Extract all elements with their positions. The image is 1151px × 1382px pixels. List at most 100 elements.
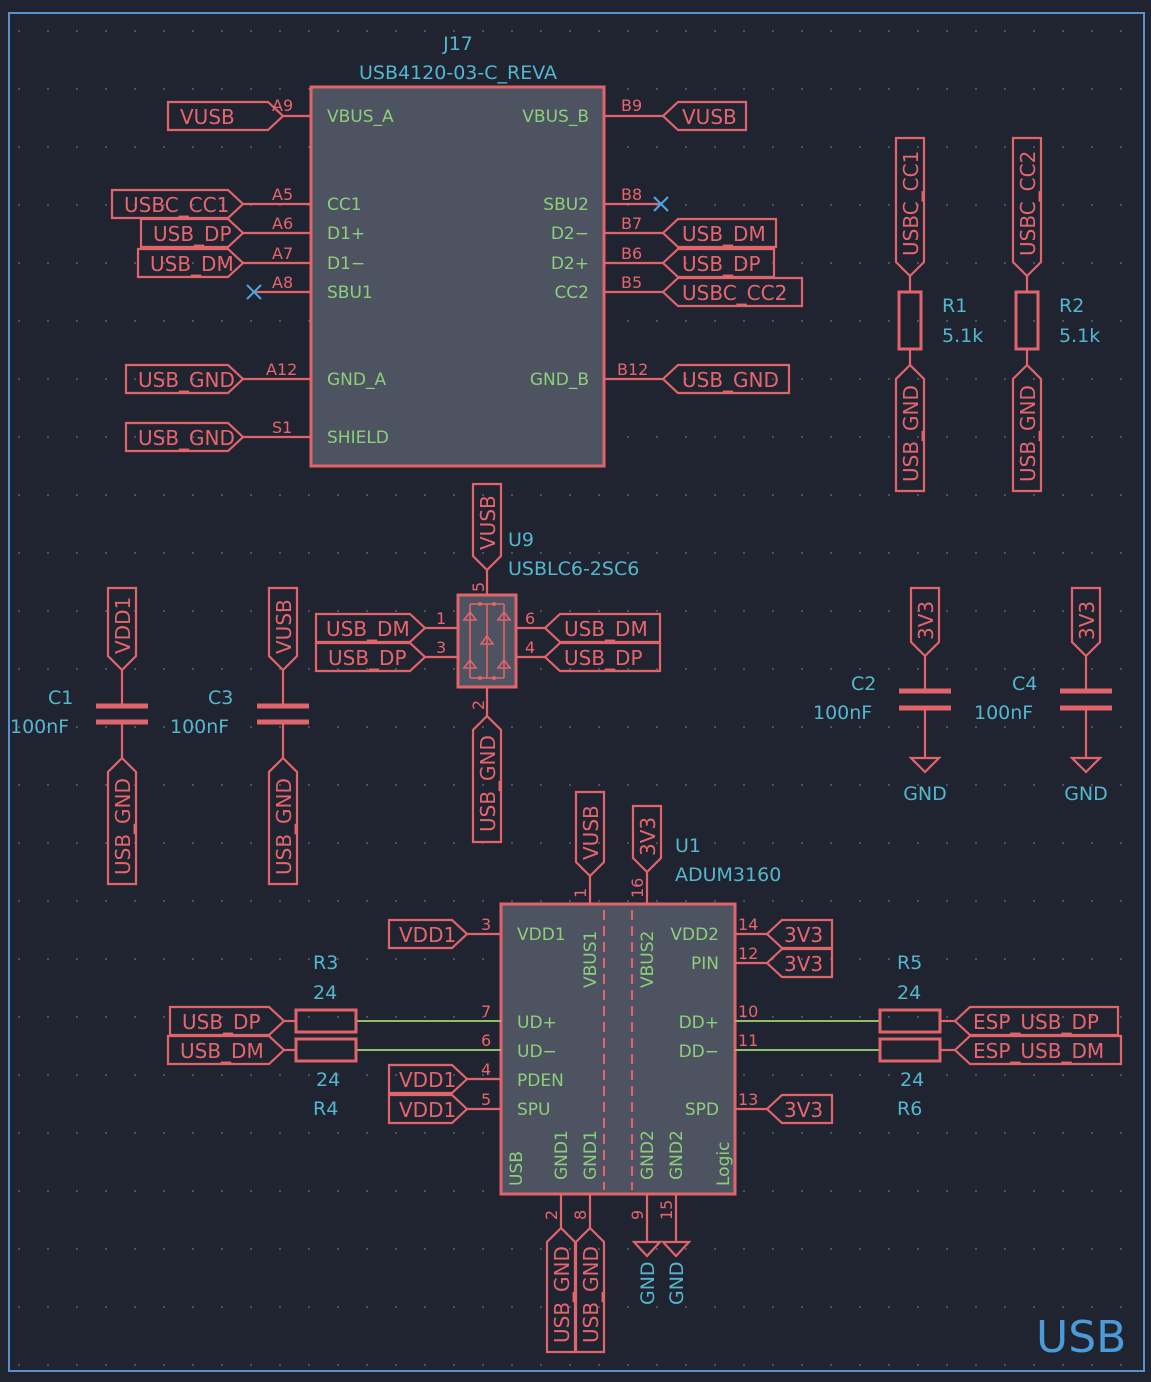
j17-pin-b8[interactable]: B8 SBU2 — [543, 185, 669, 215]
grid-dot — [946, 494, 948, 496]
net-label-vusb[interactable]: VUSB — [574, 790, 606, 878]
u1-pin-6[interactable]: 6 UD− — [357, 1031, 557, 1062]
j17-pin-a8[interactable]: A8 SBU1 — [246, 273, 373, 303]
net-label-vdd1[interactable]: VDD1 — [387, 1063, 469, 1095]
grid-dot — [1004, 552, 1006, 554]
u1-pin-3[interactable]: 3 VDD1 — [467, 915, 566, 945]
r1-resistor[interactable]: USBC_CC1 USB_GND R1 5.1k — [894, 136, 983, 493]
u9-esd-protection[interactable]: VUSB 5 U9 USBLC6-2SC6 2 USB_GND — [425, 482, 639, 844]
u1-pin-4[interactable]: 4 PDEN — [467, 1060, 564, 1091]
j17-pin-a12[interactable]: A12 GND_A — [243, 360, 386, 390]
j17-pin-a6[interactable]: A6 D1+ — [243, 214, 365, 244]
u1-pin-12[interactable]: 12 PIN — [691, 944, 767, 974]
u1-pin-9[interactable]: 9 GND2 — [628, 1130, 658, 1242]
r2-resistor[interactable]: USBC_CC2 USB_GND R2 5.1k — [1011, 136, 1100, 493]
net-label-vusb[interactable]: VUSB — [166, 100, 285, 132]
net-label-vdd1[interactable]: VDD1 — [387, 1093, 469, 1125]
grid-dot — [975, 958, 977, 960]
net-label-usb-dm[interactable]: USB_DM — [166, 1034, 286, 1066]
u1-pin-14[interactable]: 14 VDD2 — [670, 915, 767, 945]
net-label-vdd1[interactable]: VDD1 — [387, 918, 469, 950]
u1-pin-11[interactable]: 11 DD− — [679, 1031, 880, 1062]
svg-text:1: 1 — [571, 888, 590, 898]
j17-pin-a7[interactable]: A7 D1− — [243, 244, 365, 274]
grid-dot — [975, 1364, 977, 1366]
svg-text:USB_GND: USB_GND — [682, 368, 779, 392]
u1-pin-16[interactable]: 16 VBUS2 — [628, 872, 658, 988]
u1-isolator[interactable]: U1 ADUM3160 USB Logic 1 VBUS1 16 VBUS2 3… — [357, 835, 880, 1242]
grid-dot — [1033, 784, 1035, 786]
j17-pin-s1[interactable]: S1 SHIELD — [243, 418, 389, 448]
grid-dot — [163, 1364, 165, 1366]
r5-resistor[interactable]: R5 24 — [878, 952, 955, 1034]
u1-pin-2[interactable]: 2 GND1 — [542, 1130, 572, 1228]
grid-dot — [540, 842, 542, 844]
net-label-usb-gnd[interactable]: USB_GND — [545, 1226, 577, 1354]
grid-dot — [859, 958, 861, 960]
grid-dot — [250, 842, 252, 844]
net-label-usb-gnd[interactable]: USB_GND — [661, 363, 791, 395]
net-label-usb-dp[interactable]: USB_DP — [314, 641, 427, 673]
grid-dot — [888, 1190, 890, 1192]
grid-dot — [366, 1248, 368, 1250]
svg-text:5.1k: 5.1k — [1059, 325, 1100, 347]
grid-dot — [975, 320, 977, 322]
net-label-3v3[interactable]: 3V3 — [765, 947, 834, 979]
grid-dot — [453, 958, 455, 960]
j17-pin-a5[interactable]: A5 CC1 — [243, 185, 362, 215]
net-label-usbc-cc2[interactable]: USBC_CC2 — [661, 276, 804, 308]
grid-dot — [1033, 146, 1035, 148]
u1-pin-8[interactable]: 8 GND1 — [571, 1130, 601, 1228]
net-label-vusb[interactable]: VUSB — [661, 100, 748, 132]
u1-pin-5[interactable]: 5 SPU — [467, 1090, 551, 1120]
net-label-usb-dm[interactable]: USB_DM — [661, 217, 778, 249]
svg-text:3V3: 3V3 — [784, 952, 823, 976]
net-label-3v3[interactable]: 3V3 — [765, 918, 834, 950]
u1-pin-7[interactable]: 7 UD+ — [357, 1002, 557, 1033]
net-label-usb-gnd[interactable]: USB_GND — [124, 363, 245, 395]
grid-dot — [801, 784, 803, 786]
j17-pin-b12[interactable]: B12 GND_B — [530, 360, 663, 390]
u1-pin-10[interactable]: 10 DD+ — [679, 1002, 880, 1033]
net-label-usb-gnd[interactable]: USB_GND — [574, 1226, 606, 1354]
j17-pin-b9[interactable]: B9 VBUS_B — [522, 96, 663, 127]
grid-dot — [627, 842, 629, 844]
grid-dot — [627, 900, 629, 902]
r3-resistor[interactable]: R3 24 — [284, 952, 358, 1034]
net-label-usb-dp[interactable]: USB_DP — [139, 217, 245, 249]
net-label-usb-dm[interactable]: USB_DM — [543, 612, 662, 644]
net-label-esp-usb-dp[interactable]: ESP_USB_DP — [953, 1005, 1120, 1037]
u1-pin-15[interactable]: 15 GND2 — [657, 1130, 687, 1242]
grid-dot — [279, 552, 281, 554]
r4-resistor[interactable]: 24 R4 — [284, 1037, 358, 1120]
net-label-usb-dm[interactable]: USB_DM — [136, 247, 245, 279]
u1-pin-1[interactable]: 1 VBUS1 — [571, 876, 601, 988]
net-label-usb-dm[interactable]: USB_DM — [314, 612, 427, 644]
j17-pin-b7[interactable]: B7 D2− — [551, 214, 663, 244]
j17-pin-b6[interactable]: B6 D2+ — [551, 244, 663, 274]
c2-capacitor[interactable]: 3V3 GND C2 100nF — [813, 586, 951, 805]
u1-pin-13[interactable]: 13 SPD — [685, 1090, 767, 1120]
net-label-usb-gnd[interactable]: USB_GND — [124, 421, 245, 453]
grid-dot — [366, 668, 368, 670]
c1-capacitor[interactable]: VDD1 USB_GND C1 100nF — [10, 586, 148, 886]
net-label-usb-dp[interactable]: USB_DP — [168, 1005, 286, 1037]
net-label-usbc-cc1[interactable]: USBC_CC1 — [110, 188, 245, 220]
net-label-usb-dp[interactable]: USB_DP — [543, 641, 662, 673]
net-label-usb-dp[interactable]: USB_DP — [661, 247, 776, 279]
grid-dot — [279, 30, 281, 32]
net-label-3v3[interactable]: 3V3 — [765, 1093, 834, 1125]
j17-pin-b5[interactable]: B5 CC2 — [554, 273, 663, 303]
grid-dot — [47, 958, 49, 960]
grid-dot — [279, 958, 281, 960]
net-label-esp-usb-dm[interactable]: ESP_USB_DM — [953, 1034, 1123, 1066]
j17-connector[interactable]: J17 USB4120-03-C_REVA A9 VBUS_A A5 CC1 A… — [243, 33, 669, 468]
c4-capacitor[interactable]: 3V3 GND C4 100nF — [974, 586, 1112, 805]
net-label-3v3[interactable]: 3V3 — [631, 804, 663, 874]
grid-dot — [569, 784, 571, 786]
grid-dot — [1004, 1364, 1006, 1366]
svg-text:C1: C1 — [48, 687, 73, 709]
grid-dot — [1120, 30, 1122, 32]
c3-capacitor[interactable]: VUSB USB_GND C3 100nF — [170, 586, 309, 886]
r6-resistor[interactable]: 24 R6 — [878, 1037, 955, 1120]
